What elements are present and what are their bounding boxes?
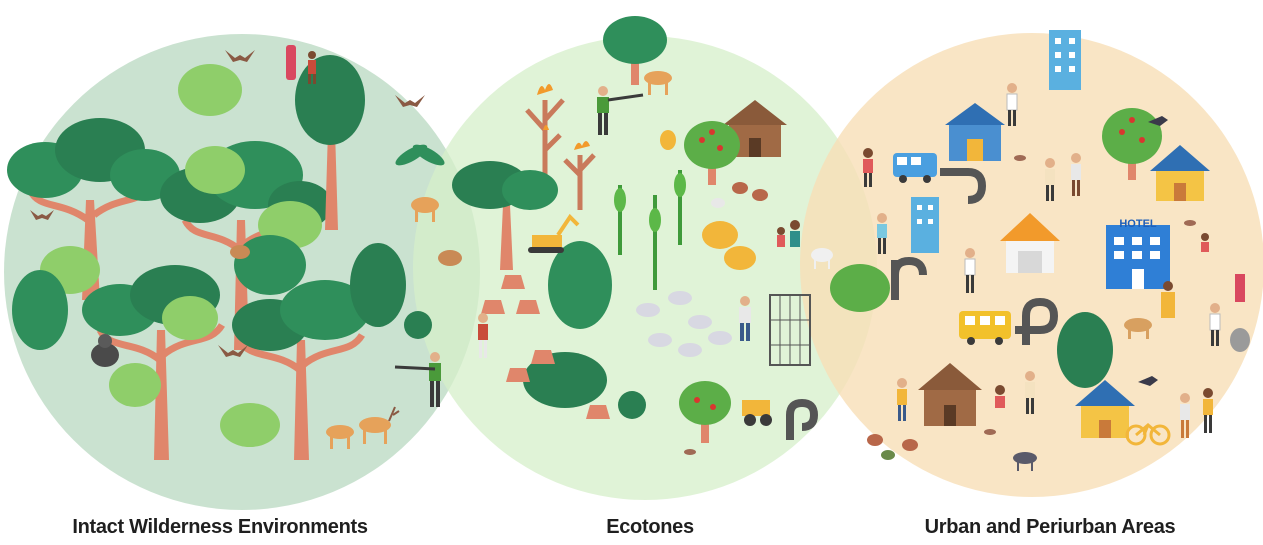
palm-leaf-icon xyxy=(395,144,445,166)
hotel-icon: HOTEL xyxy=(1106,218,1170,289)
bicycle-icon xyxy=(1125,423,1171,446)
bush-icon xyxy=(185,146,245,194)
lemur-icon xyxy=(1230,328,1250,352)
bush-icon xyxy=(109,363,161,407)
wildlife-group xyxy=(30,45,462,449)
bat-icon xyxy=(30,210,54,220)
hotel-sign: HOTEL xyxy=(1119,218,1157,230)
bus-icon xyxy=(893,153,937,183)
tree-icon xyxy=(1057,312,1113,388)
bulldozer-icon xyxy=(742,400,772,426)
garage-house-icon xyxy=(1000,213,1060,273)
antelope-icon xyxy=(411,197,439,222)
bat-icon xyxy=(225,50,255,62)
bush-icon xyxy=(162,296,218,340)
monkey-icon xyxy=(230,245,250,259)
person-icon xyxy=(308,51,316,84)
deer-icon xyxy=(326,425,354,449)
wolf-icon xyxy=(1013,452,1037,471)
cabin-icon xyxy=(918,363,982,426)
hunter-icon xyxy=(394,352,441,407)
skyscraper-icon xyxy=(911,197,939,253)
goat-icon xyxy=(811,248,833,269)
road-icon xyxy=(891,256,927,300)
tree-icon xyxy=(523,352,607,408)
road-icon xyxy=(940,168,987,204)
bat-icon xyxy=(395,95,425,107)
zone-label-urban: Urban and Periurban Areas xyxy=(924,516,1176,538)
rat-icon xyxy=(684,155,1196,455)
warehouse-icon xyxy=(945,103,1005,161)
totem-icon xyxy=(286,45,296,80)
tree-icon xyxy=(452,161,558,270)
crow-icon xyxy=(1138,116,1168,386)
ecotone-group xyxy=(452,16,833,443)
apple-tree-icon xyxy=(679,381,731,443)
gorilla-icon xyxy=(91,334,119,367)
tree-icon xyxy=(295,55,365,230)
bush-icon xyxy=(178,64,242,116)
tree-icon xyxy=(234,235,306,295)
tree-icon xyxy=(232,280,370,460)
hunter-icon xyxy=(597,86,644,135)
dog-icon xyxy=(1124,318,1152,339)
people-group-icon xyxy=(777,220,800,247)
deer-icon xyxy=(644,71,672,95)
palm-icon xyxy=(618,391,646,419)
zone-label-wilderness: Intact Wilderness Environments xyxy=(72,516,368,538)
burning-tree-icon xyxy=(563,141,596,210)
tree-icon xyxy=(548,241,612,329)
bush-icon xyxy=(220,403,280,447)
tree-icon xyxy=(350,243,406,327)
road-icon xyxy=(786,398,819,440)
cattle-herd-icon xyxy=(636,291,732,357)
road-icon xyxy=(1015,297,1059,345)
farmer-icon xyxy=(739,296,751,341)
urban-group: HOTEL xyxy=(684,30,1250,471)
chicken-icon xyxy=(711,182,768,208)
burning-tree-icon xyxy=(525,84,565,180)
forest-group xyxy=(7,55,406,460)
skyscraper-icon xyxy=(1049,30,1081,90)
school-bus-icon xyxy=(959,311,1011,345)
corn-field-icon xyxy=(614,170,686,290)
bat-icon xyxy=(218,345,248,357)
excavator-icon xyxy=(528,213,580,253)
apple-tree-icon xyxy=(1102,108,1162,180)
bush-icon xyxy=(830,264,890,312)
tree-icon xyxy=(603,16,667,85)
butcher-icon xyxy=(1235,274,1245,302)
zone-label-ecotones: Ecotones xyxy=(606,516,694,538)
stump-icon xyxy=(481,275,610,419)
wheat-icon xyxy=(660,130,756,270)
people-group-icon xyxy=(863,83,1221,438)
tree-icon xyxy=(12,270,68,350)
logger-icon xyxy=(478,313,488,358)
deer-icon xyxy=(359,406,400,444)
rooster-icon xyxy=(867,434,918,460)
house-icon xyxy=(1150,145,1210,201)
house-icon xyxy=(1075,380,1135,438)
palm-icon xyxy=(404,311,432,339)
monkey-icon xyxy=(438,250,462,266)
apple-tree-icon xyxy=(684,121,740,185)
cage-icon xyxy=(769,294,811,366)
